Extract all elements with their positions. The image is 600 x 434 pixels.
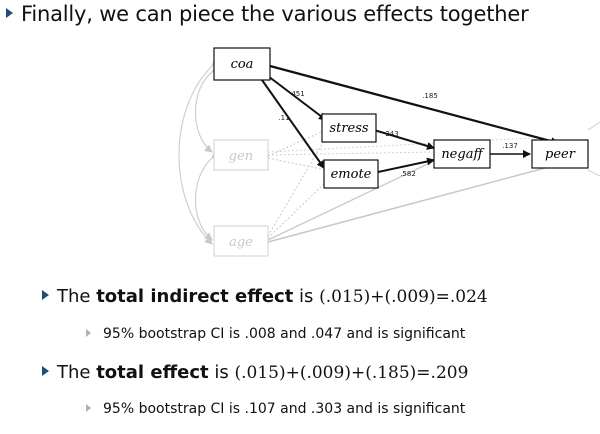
node-peer-label: peer [545, 147, 576, 162]
bullet-total-indirect: The total indirect effect is (.015)+(.00… [42, 286, 488, 307]
bullet-mid: is [293, 286, 320, 307]
node-gen: gen [213, 139, 269, 171]
coef-coa-stress: 451 [291, 90, 304, 98]
bullet-mid: is [208, 362, 235, 383]
node-emote-label: emote [331, 167, 372, 182]
coef-negaff-peer: .137 [502, 142, 518, 150]
node-gen-label: gen [229, 149, 253, 164]
sub-bullet-indirect-ci: 95% bootstrap CI is .008 and .047 and is… [86, 326, 465, 342]
cov-coa-age [178, 58, 220, 245]
bullet-prefix: The [57, 286, 97, 307]
path-coa-stress [267, 75, 327, 121]
bullet-bold-term: total indirect effect [96, 286, 294, 307]
path-emote-negaff [377, 157, 435, 173]
bullet-icon [42, 290, 49, 300]
node-coa-label: coa [231, 57, 254, 72]
sub-bullet-icon [86, 404, 91, 412]
path-gen-emote [267, 157, 327, 171]
node-coa: coa [213, 47, 271, 81]
coef-coa-emote: .11 [278, 114, 289, 122]
bullet-bold-term: total effect [96, 362, 209, 383]
slide-title-text: Finally, we can piece the various effect… [21, 2, 529, 26]
node-emote: emote [323, 159, 379, 189]
path-coa-emote [261, 79, 325, 169]
bullet-formula: (.015)+(.009)=.024 [319, 287, 488, 307]
bullet-prefix: The [57, 362, 97, 383]
node-negaff: negaff [433, 139, 491, 169]
coef-emote-negaff: .582 [400, 170, 416, 178]
faint-edge-right-2 [587, 169, 600, 177]
node-age: age [213, 225, 269, 257]
sub-bullet-icon [86, 329, 91, 337]
cov-gen-age [195, 150, 220, 241]
node-age-label: age [229, 235, 253, 250]
bullet-total-effect: The total effect is (.015)+(.009)+(.185)… [42, 362, 468, 383]
node-stress: stress [321, 113, 377, 143]
bullet-icon [42, 366, 49, 376]
sub-bullet-total-ci: 95% bootstrap CI is .107 and .303 and is… [86, 401, 465, 417]
sub-bullet-text: 95% bootstrap CI is .008 and .047 and is… [103, 326, 466, 342]
path-age-emote [267, 179, 329, 239]
path-diagram: coa gen age stress emote negaff peer 451… [178, 47, 600, 257]
node-stress-label: stress [329, 121, 368, 136]
faint-edge-right [587, 121, 600, 131]
coef-stress-negaff: 243 [385, 130, 398, 138]
node-negaff-label: negaff [441, 147, 485, 162]
path-stress-negaff [373, 129, 435, 150]
path-gen-negaff [267, 151, 433, 156]
sub-bullet-text: 95% bootstrap CI is .107 and .303 and is… [103, 401, 466, 417]
bullet-formula: (.015)+(.009)+(.185)=.209 [234, 363, 469, 383]
node-peer: peer [531, 139, 589, 169]
coef-coa-peer: .185 [422, 92, 438, 100]
path-coa-peer [269, 64, 559, 146]
path-gen-stress [267, 129, 327, 157]
path-age-stress [267, 133, 329, 237]
slide-title: Finally, we can piece the various effect… [6, 2, 529, 26]
path-age-peer [267, 163, 561, 243]
title-bullet-icon [6, 8, 13, 18]
path-age-negaff [267, 159, 437, 241]
